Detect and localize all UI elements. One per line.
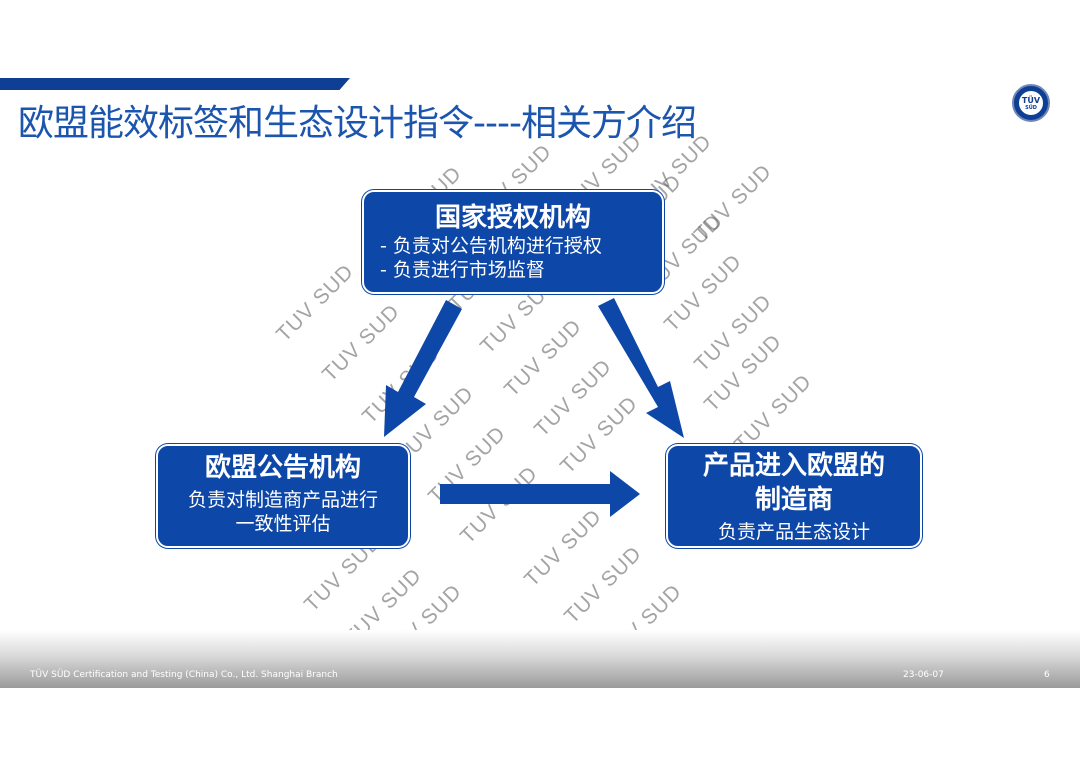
footer-bar: TÜV SÜD Certification and Testing (China… [0, 630, 1080, 688]
slide-title: 欧盟能效标签和生态设计指令----相关方介绍 [18, 103, 697, 144]
authority-duty-2: - 负责进行市场监督 [380, 259, 545, 281]
notified-body-box: 欧盟公告机构 负责对制造商产品进行 一致性评估 [156, 444, 410, 548]
logo-text-top: TÜV [1021, 96, 1041, 105]
header-accent-bar [0, 78, 350, 90]
manufacturer-duty-1: 负责产品生态设计 [717, 521, 870, 543]
logo-text-bottom: SÜD [1025, 105, 1037, 111]
authority-duty-1: - 负责对公告机构进行授权 [380, 235, 602, 257]
arrow-authority-to-manufacturer [598, 298, 684, 438]
notified-body-duty-1: 负责对制造商产品进行 [187, 489, 378, 511]
arrow-authority-to-notified-body [384, 300, 462, 437]
authority-title: 国家授权机构 [434, 203, 591, 233]
footer-date: 23-06-07 [903, 670, 944, 680]
notified-body-title: 欧盟公告机构 [204, 453, 361, 483]
manufacturer-title-line-2: 制造商 [754, 485, 833, 515]
logo-emblem: TÜV SÜD [1019, 91, 1043, 115]
footer-page-number: 6 [1044, 670, 1050, 680]
arrow-notified-body-to-manufacturer [440, 471, 640, 517]
manufacturer-title-line-1: 产品进入欧盟的 [702, 451, 885, 481]
tuv-sud-logo: TÜV SÜD [1012, 84, 1050, 122]
authority-box: 国家授权机构 - 负责对公告机构进行授权 - 负责进行市场监督 [362, 190, 664, 294]
notified-body-duty-2: 一致性评估 [235, 513, 331, 535]
footer-company: TÜV SÜD Certification and Testing (China… [30, 670, 338, 680]
manufacturer-box: 产品进入欧盟的 制造商 负责产品生态设计 [666, 444, 922, 548]
